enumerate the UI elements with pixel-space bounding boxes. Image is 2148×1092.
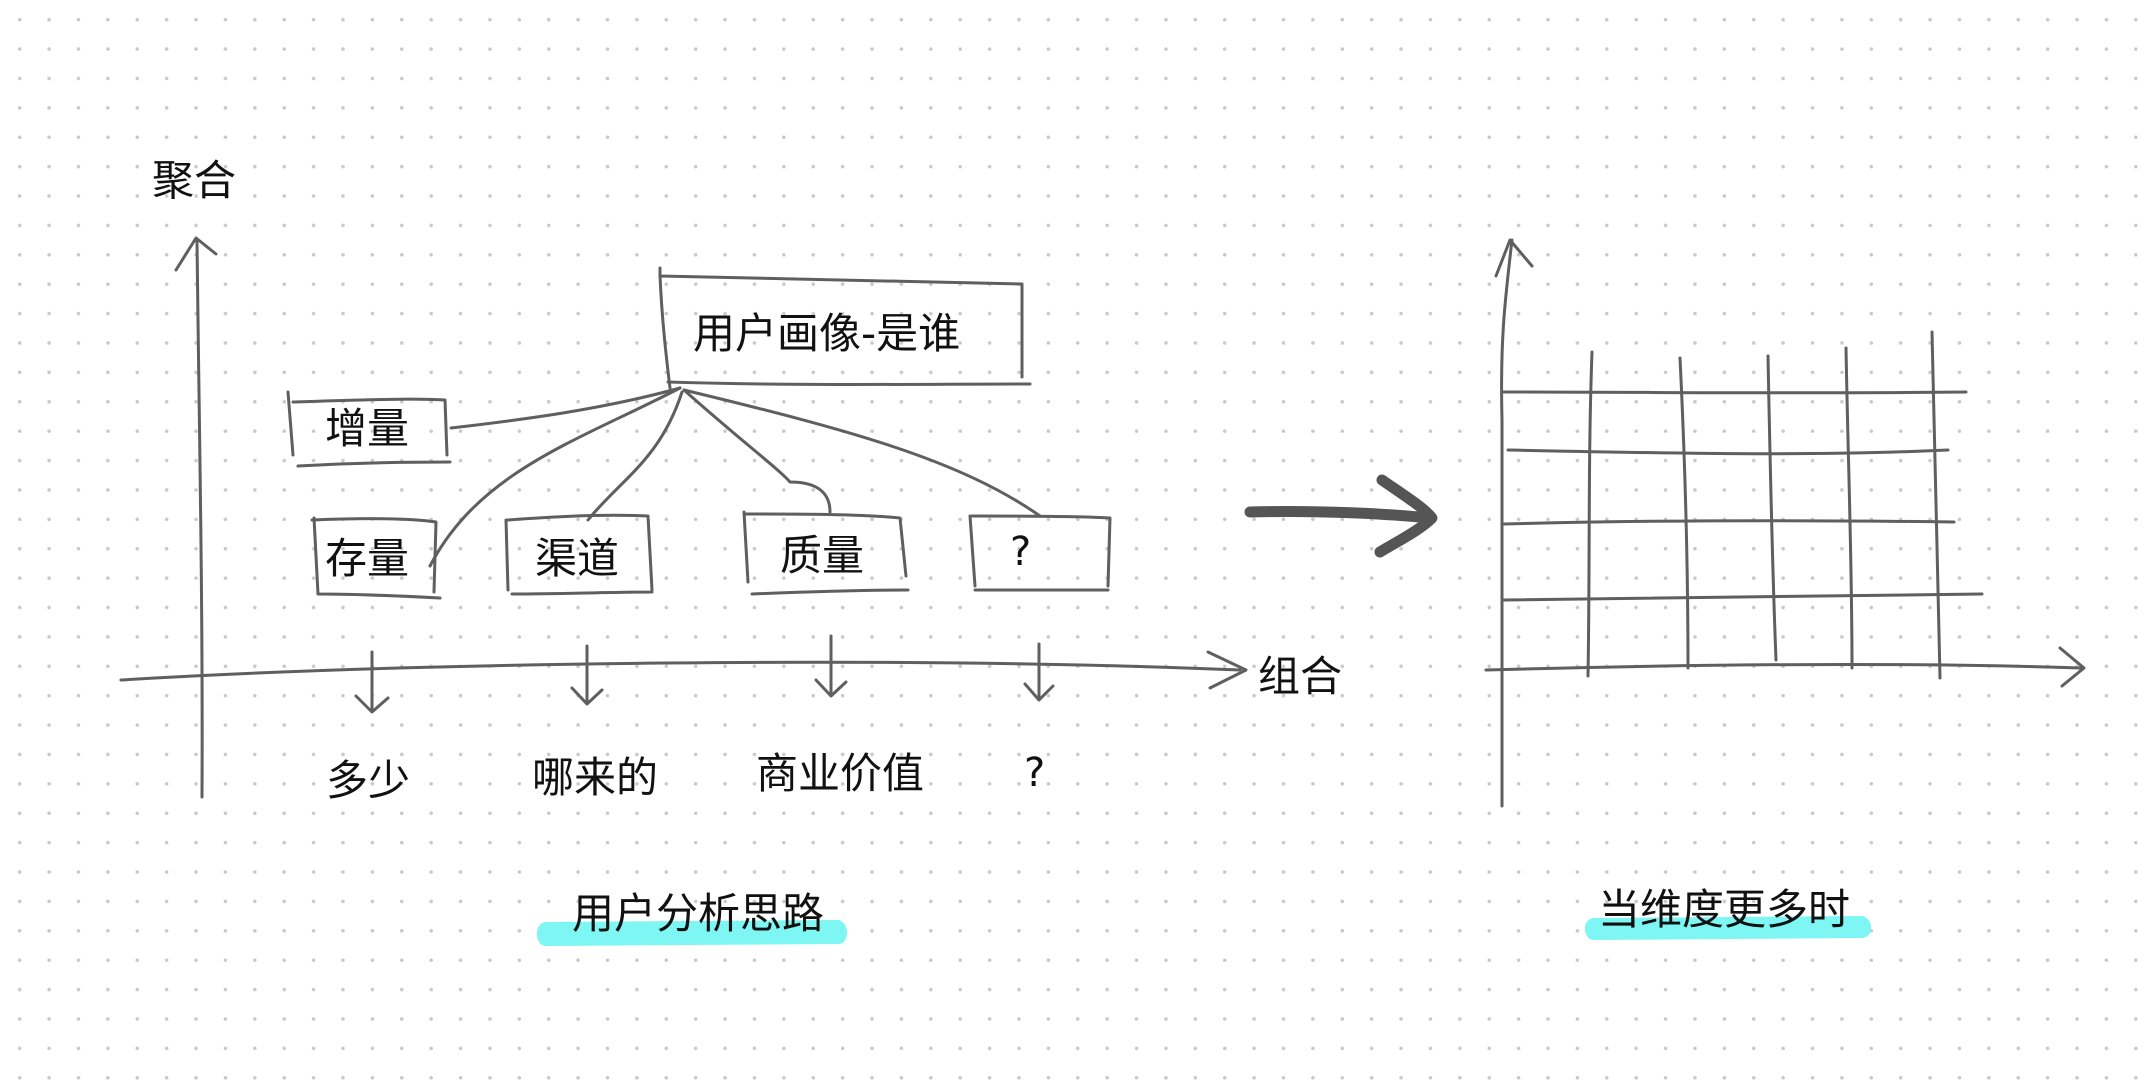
increment-label: 增量 (325, 404, 409, 453)
grid-x-axis (1484, 662, 2082, 672)
grid-x-axis-arrowhead (2058, 646, 2086, 688)
x-axis-label: 组合 (1258, 652, 1342, 701)
unknown-box (968, 514, 1112, 592)
right-grid-diagram: 当维度更多时 (1484, 238, 2086, 940)
connector-root-channel (586, 390, 684, 522)
right-caption-highlight (1585, 916, 1871, 940)
grid-vertical-lines (1586, 330, 1942, 680)
quality-label: 质量 (780, 531, 864, 580)
connector-root-stock (428, 386, 682, 568)
stock-box (310, 516, 442, 600)
grid-y-axis-arrowhead (1494, 238, 1534, 278)
outcome-value-label: 商业价值 (756, 749, 924, 798)
connector-root-unknown (682, 388, 1042, 518)
grid-horizontal-lines (1502, 390, 1984, 602)
unknown-box-label: ? (1010, 529, 1031, 575)
outcome-source-label: 哪来的 (532, 753, 658, 802)
connector-root-quality (682, 388, 832, 514)
y-axis (195, 238, 204, 799)
y-axis-label: 聚合 (152, 156, 236, 205)
grid-y-axis (1500, 238, 1514, 808)
root-node-label: 用户画像-是谁 (693, 309, 960, 358)
outcome-amount-label: 多少 (326, 756, 410, 805)
down-arrow-unknown (1023, 642, 1055, 702)
right-caption: 当维度更多时 (1598, 885, 1850, 934)
outcome-unknown-label: ? (1024, 750, 1045, 796)
x-axis (119, 660, 1242, 682)
left-caption: 用户分析思路 (572, 889, 824, 938)
transition-arrow (1244, 474, 1438, 558)
x-axis-arrowhead (1206, 650, 1248, 690)
connector-root-increment (449, 386, 682, 430)
down-arrow-source (570, 644, 604, 706)
channel-label: 渠道 (535, 534, 619, 583)
down-arrow-value (814, 634, 848, 698)
down-arrow-amount (354, 650, 390, 714)
channel-box (504, 513, 654, 596)
increment-box (286, 390, 452, 468)
left-caption-highlight (537, 920, 847, 946)
stock-label: 存量 (325, 534, 409, 583)
y-axis-arrowhead (174, 236, 218, 272)
root-node-box (658, 266, 1032, 390)
quality-box (742, 510, 910, 596)
left-diagram: 聚合 组合 用户画像-是谁 增量 存量 渠道 质量 ? (119, 156, 1342, 946)
